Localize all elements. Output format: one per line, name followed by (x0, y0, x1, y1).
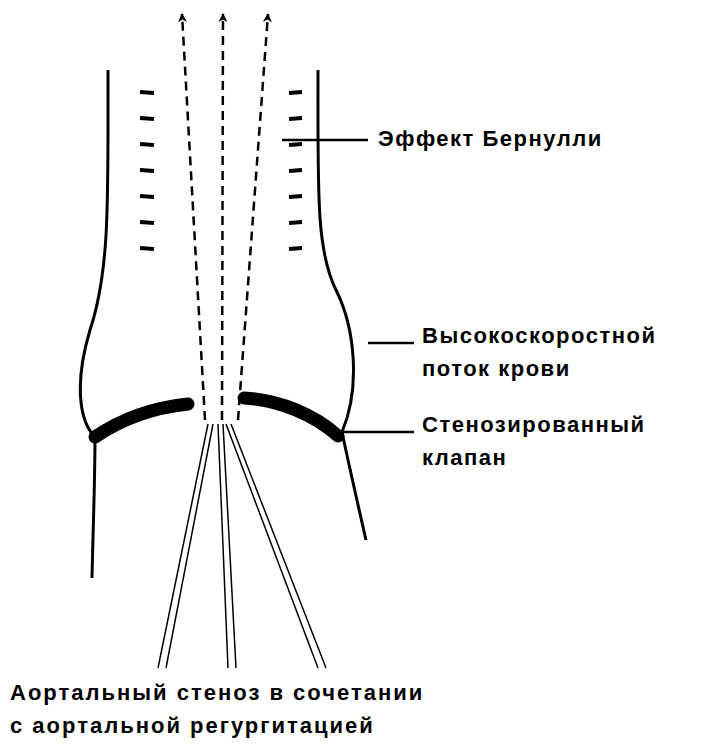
pressure-dash (289, 144, 302, 145)
leader-line (338, 431, 414, 434)
jet-arrow (238, 14, 268, 420)
pressure-dash (140, 118, 154, 119)
pressure-dash (289, 222, 302, 223)
caption: Аортальный стеноз в сочетании с аортальн… (8, 676, 632, 742)
valve-leaflet-left (95, 404, 188, 437)
leader-line (282, 139, 368, 142)
regurgitation-jets (158, 424, 326, 668)
pressure-dash (289, 92, 302, 93)
pressure-dash (140, 248, 154, 249)
pressure-dash (289, 196, 302, 197)
valve-leaflet-right (244, 398, 338, 436)
pressure-dashes (140, 92, 302, 249)
pressure-dash (140, 196, 154, 197)
effect-label: Эффект Бернулли (376, 122, 605, 155)
jet-arrow (182, 14, 205, 420)
pressure-dash (140, 222, 154, 223)
pressure-dash (289, 170, 302, 171)
flow-label: Высокоскоростной поток крови (420, 319, 674, 385)
valve-label: Стенозированный клапан (420, 408, 674, 474)
leader-line (368, 342, 414, 345)
pressure-dash (140, 92, 154, 93)
aortic-wall-left (80, 70, 108, 578)
pressure-dash (289, 118, 302, 119)
pressure-dash (140, 144, 154, 145)
pressure-dash (140, 170, 154, 171)
pressure-dash (289, 248, 302, 249)
jet-arrow (222, 14, 223, 420)
